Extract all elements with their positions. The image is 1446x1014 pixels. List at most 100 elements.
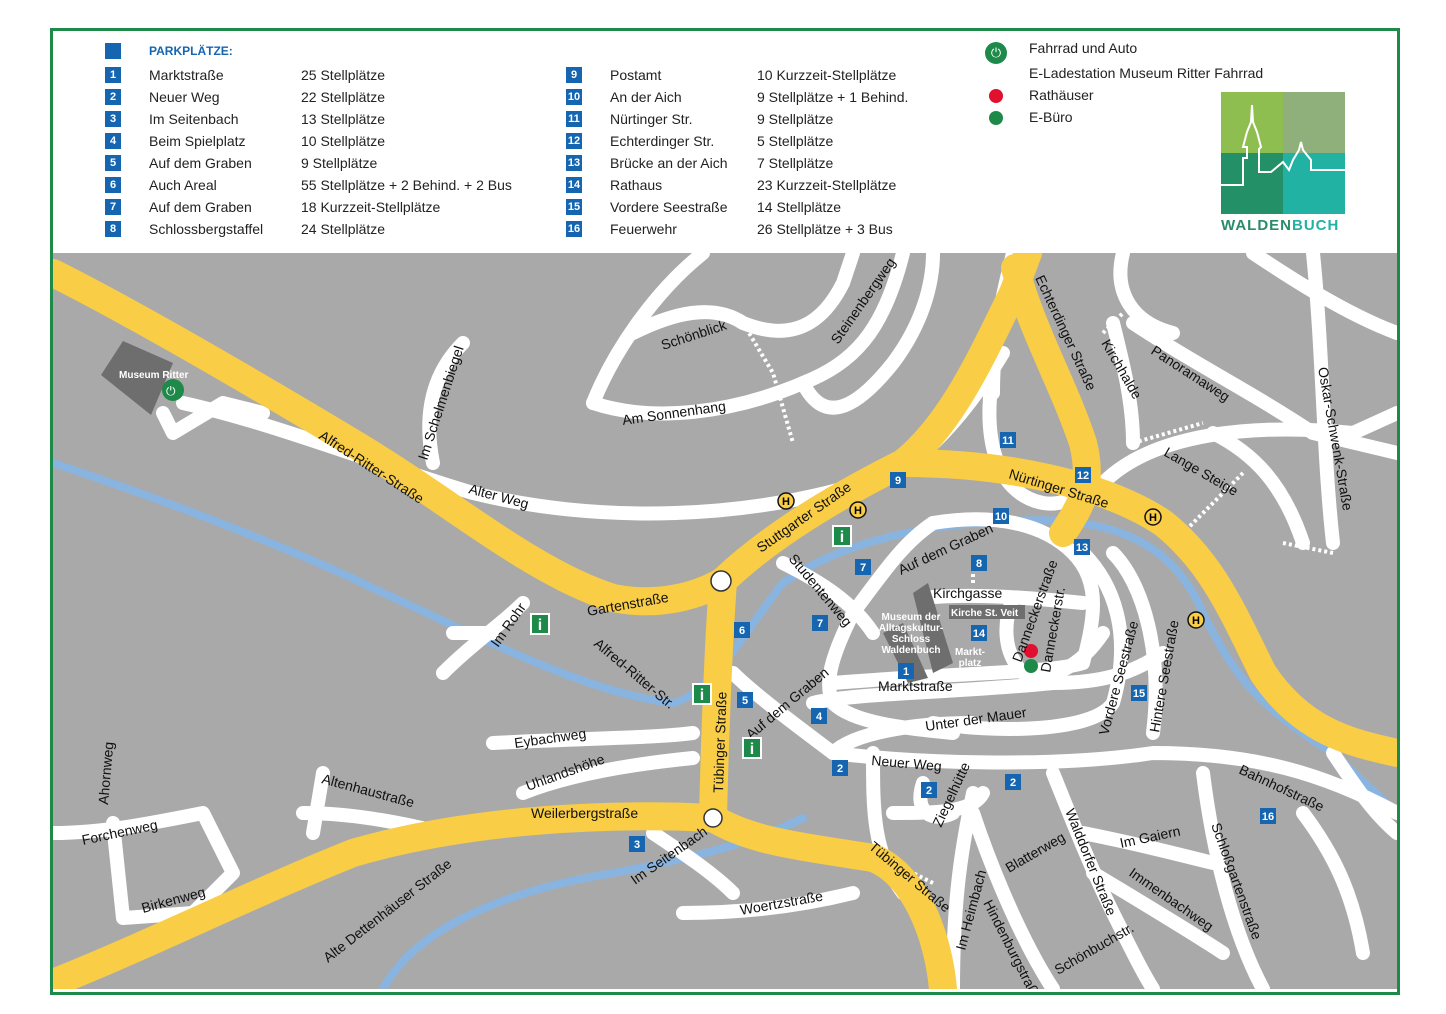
parking-number-badge: 11	[566, 111, 582, 127]
parking-spaces: 22 Stellplätze	[301, 89, 386, 105]
bus-stops: H H H H	[777, 492, 1205, 629]
parking-marker-7[interactable]: 7	[812, 615, 828, 631]
parking-spaces: 13 Stellplätze	[301, 111, 386, 127]
info-icon[interactable]: i	[692, 683, 712, 705]
parking-marker-label: 2	[926, 785, 932, 797]
svg-text:H: H	[782, 496, 790, 508]
parking-number-badge: 16	[566, 221, 582, 237]
parking-marker-label: 15	[1133, 688, 1145, 700]
museum-alltagskultur-building[interactable]	[883, 583, 953, 683]
parking-name: Nürtinger Str.	[610, 111, 693, 127]
info-icon[interactable]: i	[832, 525, 852, 547]
parking-marker-label: 10	[995, 511, 1007, 523]
townhall-icon[interactable]	[1024, 644, 1038, 658]
parking-marker-label: 11	[1002, 435, 1014, 447]
parking-marker-label: 8	[976, 558, 982, 570]
parking-marker-1[interactable]: 1	[898, 663, 914, 679]
parking-name: Echterdinger Str.	[610, 133, 715, 149]
parking-marker-12[interactable]: 12	[1075, 467, 1091, 483]
label-kirchgasse: Kirchgasse	[933, 585, 1002, 601]
info-icon[interactable]: i	[742, 737, 762, 759]
charging-station-icon	[162, 379, 184, 401]
parking-marker-label: 2	[1010, 777, 1016, 789]
waldenbuch-logo	[1221, 92, 1345, 214]
bus-stop-icon[interactable]: H	[1187, 611, 1205, 629]
museum-ritter[interactable]: Museum Ritter	[101, 341, 189, 415]
parking-marker-2[interactable]: 2	[1005, 774, 1021, 790]
parking-spaces: 9 Stellplätze	[757, 111, 834, 127]
parking-marker-15[interactable]: 15	[1131, 685, 1147, 701]
svg-text:H: H	[1149, 512, 1157, 524]
svg-text:i: i	[750, 741, 754, 758]
parking-name: Feuerwehr	[610, 221, 677, 237]
road-echterdinger-strasse	[1001, 254, 1101, 547]
legend-charging-1: Fahrrad und Auto	[1029, 40, 1138, 56]
parking-name: An der Aich	[610, 89, 682, 105]
bus-stop-icon[interactable]: H	[849, 501, 867, 519]
parking-number-badge: 10	[566, 89, 582, 105]
parking-name: Auf dem Graben	[149, 155, 252, 171]
roundabout	[703, 808, 723, 828]
parking-marker-13[interactable]: 13	[1074, 539, 1090, 555]
parking-marker-8[interactable]: 8	[971, 555, 987, 571]
parking-marker-6[interactable]: 6	[734, 622, 750, 638]
parking-marker-label: 2	[837, 763, 843, 775]
parking-marker-label: 13	[1076, 542, 1088, 554]
church-label: Kirche St. Veit	[951, 608, 1019, 619]
label-tuebinger-strasse-1: Tübinger Straße	[710, 691, 730, 793]
parking-number-badge: 8	[105, 221, 121, 237]
parking-name: Rathaus	[610, 177, 663, 193]
parking-marker-label: 16	[1262, 811, 1274, 823]
main-roads	[53, 253, 1397, 989]
charging-station-icon: ⏻	[985, 42, 1007, 64]
parking-marker-16[interactable]: 16	[1260, 808, 1276, 824]
city-map[interactable]: Museum Ritter ⏻ Kirche St. Veit Alfred-R…	[53, 253, 1397, 989]
parking-name: Neuer Weg	[149, 89, 220, 105]
parking-number-badge: 14	[566, 177, 582, 193]
parking-number-badge: 13	[566, 155, 582, 171]
parking-name: Vordere Seestraße	[610, 199, 728, 215]
parking-number-badge: 12	[566, 133, 582, 149]
parking-marker-4[interactable]: 4	[811, 708, 827, 724]
parking-marker-2[interactable]: 2	[832, 760, 848, 776]
museum-alltag-label: Museum der Alltagskultur- Schloss Walden…	[878, 612, 944, 656]
eoffice-icon[interactable]	[1024, 659, 1038, 673]
svg-text:H: H	[1192, 615, 1200, 627]
svg-text:i: i	[700, 687, 704, 704]
parking-number-badge: 9	[566, 67, 582, 83]
parking-spaces: 10 Kurzzeit-Stellplätze	[757, 67, 897, 83]
parking-marker-label: 7	[860, 562, 866, 574]
road-tuebinger-strasse-south	[699, 804, 957, 989]
parking-marker-label: 7	[817, 618, 823, 630]
parking-name: Auf dem Graben	[149, 199, 252, 215]
parking-marker-7[interactable]: 7	[855, 559, 871, 575]
marktplatz-label: Markt- platz	[954, 647, 985, 669]
label-ahornweg: Ahornweg	[95, 741, 116, 805]
parking-marker-14[interactable]: 14	[971, 625, 987, 641]
parking-number-badge: 6	[105, 177, 121, 193]
parking-spaces: 7 Stellplätze	[757, 155, 834, 171]
parking-marker-9[interactable]: 9	[890, 472, 906, 488]
museum-ritter-label: Museum Ritter	[119, 370, 189, 381]
parking-marker-label: 9	[895, 475, 901, 487]
parking-marker-5[interactable]: 5	[737, 692, 753, 708]
parking-name: Marktstraße	[149, 67, 224, 83]
parking-marker-label: 12	[1077, 470, 1089, 482]
parking-spaces: 14 Stellplätze	[757, 199, 842, 215]
legend-eoffice: E-Büro	[1029, 109, 1073, 125]
parking-marker-10[interactable]: 10	[993, 508, 1009, 524]
bus-stop-icon[interactable]: H	[1144, 508, 1162, 526]
parking-number-badge: 15	[566, 199, 582, 215]
legend-title: PARKPLÄTZE:	[149, 44, 233, 58]
info-icon[interactable]: i	[530, 613, 550, 635]
parking-name: Postamt	[610, 67, 662, 83]
bus-stop-icon[interactable]: H	[777, 492, 795, 510]
info-points: i i i i	[530, 525, 852, 759]
parking-spaces: 10 Stellplätze	[301, 133, 386, 149]
townhall-icon	[989, 89, 1003, 103]
parking-marker-2[interactable]: 2	[921, 782, 937, 798]
parking-number-badge: 4	[105, 133, 121, 149]
parking-marker-11[interactable]: 11	[1000, 432, 1016, 448]
parking-marker-3[interactable]: 3	[629, 836, 645, 852]
